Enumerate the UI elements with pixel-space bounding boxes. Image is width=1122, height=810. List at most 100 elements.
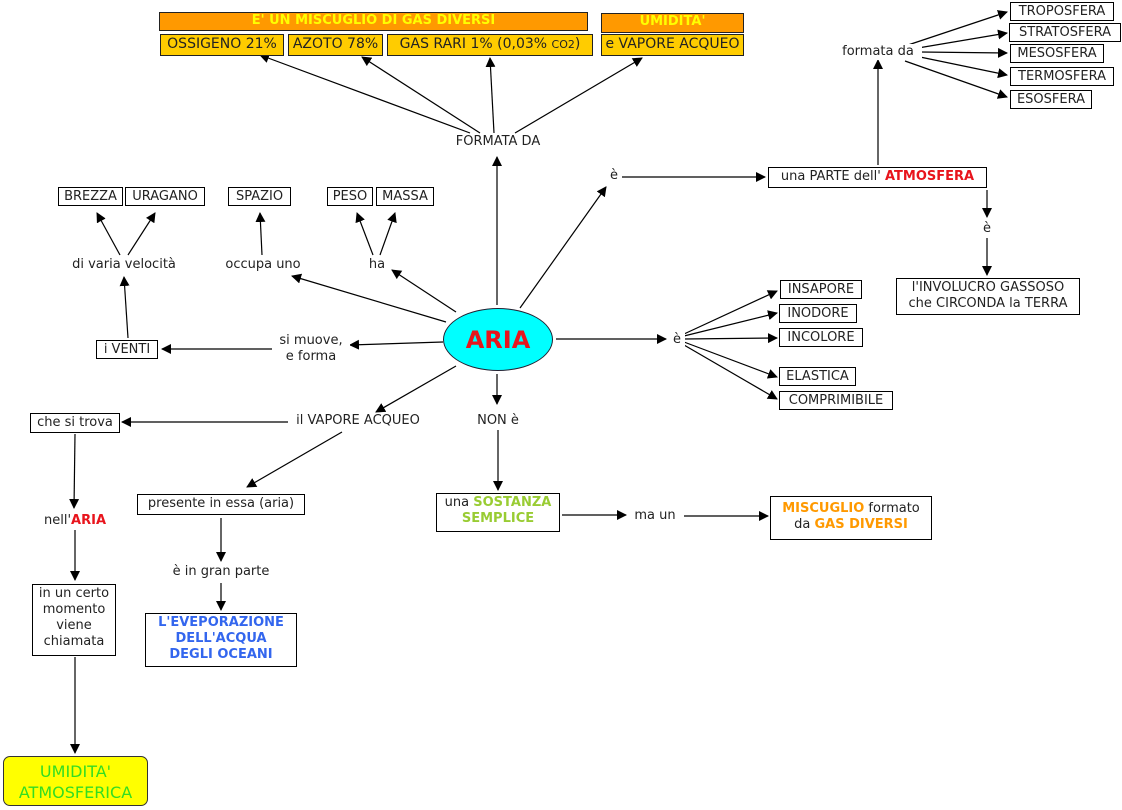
mixture-box: MISCUGLIO formato da GAS DIVERSI — [770, 496, 932, 540]
connector-arrow — [127, 212, 156, 256]
property-colorless: INCOLORE — [779, 328, 863, 347]
winds-box: i VENTI — [96, 340, 158, 359]
connector-arrow — [683, 290, 778, 335]
connector-arrow — [683, 344, 778, 400]
formed-by-layers-link: formata da — [834, 44, 922, 60]
water-vapor-box: e VAPORE ACQUEO — [601, 34, 744, 56]
connector-arrow — [485, 57, 496, 134]
co2-text: CO2 — [551, 38, 575, 51]
connector-arrow — [917, 29, 1008, 49]
is-not-link: NON è — [470, 413, 526, 429]
is-link-envelope: è — [979, 221, 995, 237]
mixture-header: E' UN MISCUGLIO DI GAS DIVERSI — [159, 12, 588, 31]
mixture-mid: formato — [864, 501, 920, 516]
layer-mesosphere: MESOSFERA — [1010, 44, 1104, 63]
found-box: che si trova — [30, 413, 120, 433]
connector-arrow — [355, 212, 374, 256]
property-tasteless: INSAPORE — [780, 280, 862, 299]
in-air-prefix: nell' — [43, 513, 72, 528]
humidity-line-1: UMIDITA' — [39, 762, 112, 781]
property-elastic: ELASTICA — [779, 367, 856, 386]
hurricane-box: URAGANO — [125, 187, 205, 206]
has-link: ha — [366, 257, 388, 273]
connector-arrow — [683, 341, 778, 379]
in-air-link: nell'ARIA — [36, 513, 114, 529]
connector-arrow — [96, 212, 121, 256]
present-box: presente in essa (aria) — [137, 494, 305, 515]
central-node-aria: ARIA — [443, 308, 553, 371]
varying-speed-link: di varia velocità — [64, 257, 184, 273]
connector-arrow — [683, 333, 778, 344]
rare-gases-text: GAS RARI 1% (0,03% — [399, 36, 552, 52]
substance-highlight-2: SEMPLICE — [461, 511, 535, 526]
substance-prefix: una — [444, 495, 474, 510]
moves-line-2: e forma — [285, 349, 337, 364]
but-a-link: ma un — [628, 508, 682, 524]
atmosphere-part-box: una PARTE dell' ATMOSFERA — [768, 167, 987, 188]
is-link-atmosphere: è — [606, 168, 622, 184]
envelope-line-2: che CIRCONDA la TERRA — [908, 296, 1068, 311]
layer-exosphere: ESOSFERA — [1010, 90, 1092, 109]
connector-arrow — [391, 269, 457, 313]
property-odorless: INODORE — [779, 304, 857, 323]
evap-line-2: DELL'ACQUA — [175, 631, 267, 646]
formed-by-link: FORMATA DA — [445, 134, 551, 150]
atmosphere-highlight: ATMOSFERA — [884, 169, 975, 184]
mass-box: MASSA — [376, 187, 434, 206]
connector-arrow — [69, 433, 80, 509]
layer-stratosphere: STRATOSFERA — [1009, 23, 1121, 42]
connector-arrow — [375, 365, 457, 413]
connector-arrow — [683, 310, 778, 337]
mixture-highlight-2: GAS DIVERSI — [814, 517, 908, 532]
moment-line-3: viene — [56, 618, 92, 633]
atmospheric-humidity-box: UMIDITA' ATMOSFERICA — [3, 756, 148, 806]
connector-arrow — [119, 276, 130, 339]
occupies-link: occupa uno — [220, 257, 306, 273]
layer-troposphere: TROPOSFERA — [1010, 2, 1114, 21]
is-link-properties: è — [669, 332, 685, 348]
connector-arrow — [259, 53, 471, 134]
moves-forms-link: si muove,e forma — [272, 333, 350, 365]
connector-arrow — [904, 60, 1008, 99]
connector-arrow — [246, 431, 343, 488]
property-compressible: COMPRIMIBILE — [779, 391, 893, 410]
connector-arrow — [519, 186, 607, 309]
substance-highlight-1: SOSTANZA — [473, 495, 552, 510]
connector-arrow — [514, 57, 643, 134]
moment-line-1: in un certo — [38, 586, 110, 601]
close-paren: ) — [574, 36, 581, 52]
connector-arrow — [907, 10, 1008, 46]
layer-thermosphere: TERMOSFERA — [1010, 67, 1114, 86]
water-vapor-node: il VAPORE ACQUEO — [288, 413, 428, 429]
breeze-box: BREZZA — [58, 187, 123, 206]
nitrogen-box: AZOTO 78% — [288, 34, 383, 56]
weight-box: PESO — [327, 187, 373, 206]
connector-arrow — [379, 212, 397, 256]
space-box: SPAZIO — [228, 187, 291, 206]
part-prefix: una PARTE dell' — [780, 169, 885, 184]
humidity-line-2: ATMOSFERICA — [18, 783, 133, 802]
connector-arrow — [919, 47, 1008, 58]
envelope-line-1: l'INVOLUCRO GASSOSO — [911, 280, 1065, 295]
rare-gases-box: GAS RARI 1% (0,03% CO2) — [387, 34, 593, 56]
evap-line-1: L'EVEPORAZIONE — [158, 615, 284, 630]
mostly-link: è in gran parte — [164, 564, 278, 580]
moment-line-4: chiamata — [43, 634, 105, 649]
connector-arrow — [255, 212, 266, 256]
evap-line-3: DEGLI OCEANI — [169, 647, 273, 662]
humidity-header: UMIDITA' — [601, 13, 744, 33]
connector-arrow — [291, 273, 447, 323]
mixture-highlight: MISCUGLIO — [782, 501, 865, 516]
in-air-highlight: ARIA — [71, 513, 107, 528]
oxygen-box: OSSIGENO 21% — [160, 34, 284, 56]
moment-line-2: momento — [42, 602, 106, 617]
mixture-da: da — [794, 517, 815, 532]
central-label: ARIA — [465, 325, 531, 354]
connector-arrow — [919, 56, 1008, 79]
moves-line-1: si muove, — [279, 333, 343, 348]
